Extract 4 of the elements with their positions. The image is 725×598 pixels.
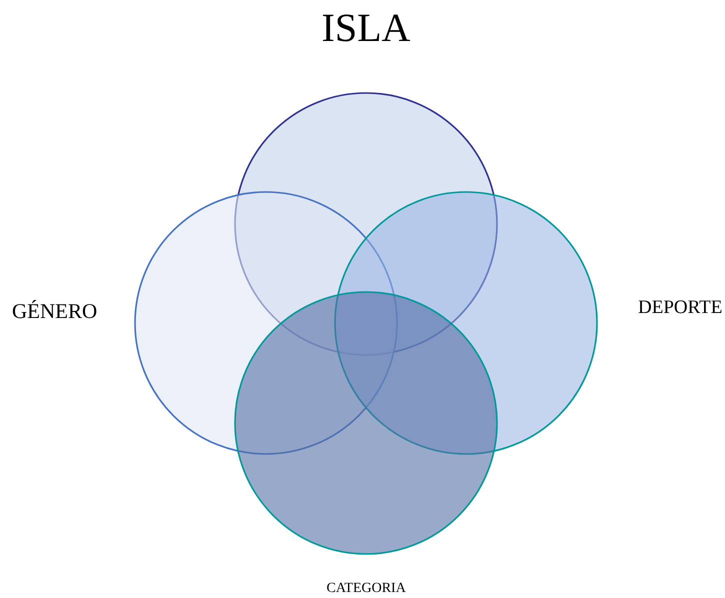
set-label: GÉNERO <box>12 301 98 322</box>
set-label: DEPORTE <box>638 298 722 317</box>
set-label: ISLA <box>322 8 410 48</box>
set-label: CATEGORIA <box>326 582 406 596</box>
